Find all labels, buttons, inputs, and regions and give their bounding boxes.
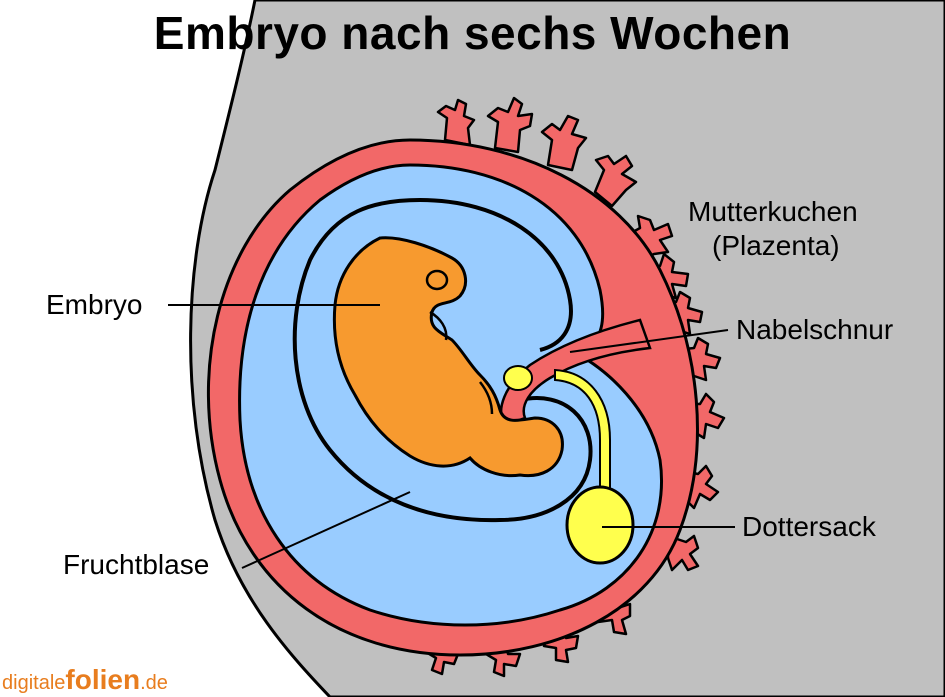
logo-part1: digitale: [2, 672, 66, 694]
embryo-limb-bud-upper: [429, 310, 448, 341]
leader-cord: [569, 329, 729, 353]
logo-part3: .de: [140, 672, 168, 694]
amnion-membrane: [292, 198, 593, 523]
logo: digitalefolien.de: [2, 664, 168, 696]
label-placenta-line1: Mutterkuchen: [688, 196, 858, 227]
label-yolk-sac: Dottersack: [742, 511, 876, 542]
embryo-body: [332, 236, 564, 478]
label-amniotic-sac: Fruchtblase: [63, 549, 210, 580]
label-embryo: Embryo: [46, 289, 143, 320]
yolk-sac-small: [503, 365, 533, 391]
logo-part2: folien: [65, 664, 141, 695]
label-umbilical-cord: Nabelschnur: [736, 314, 894, 345]
embryo-limb-bud-lower: [479, 381, 494, 415]
embryo-eye: [425, 269, 449, 291]
label-placenta-line2: (Plazenta): [712, 230, 840, 261]
diagram-title: Embryo nach sechs Wochen: [153, 7, 792, 59]
yolk-sac: [565, 485, 635, 565]
leader-lines: [168, 304, 735, 569]
leader-amnion: [241, 491, 411, 569]
